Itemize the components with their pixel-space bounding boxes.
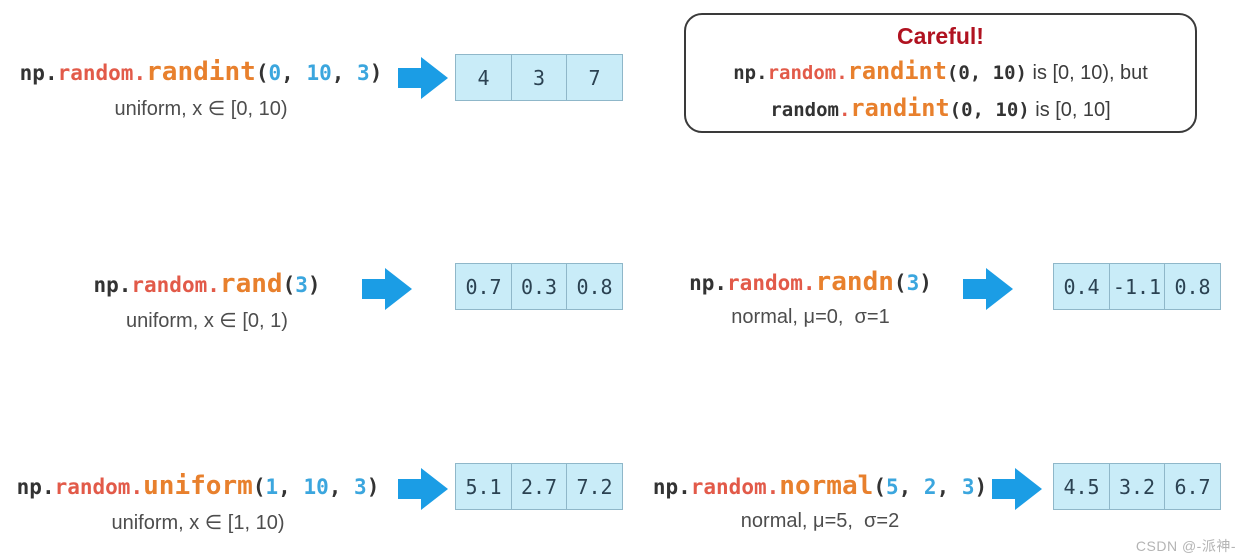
code-token: ( [282,273,296,297]
code-token: , [281,61,307,85]
code-token: uniform [143,471,253,501]
array-cell: 0.8 [566,263,623,310]
randn-code: np.random.randn(3) [663,266,958,299]
code-token: 3 [354,475,367,499]
code-token: ) [369,61,383,85]
code-token: ) [366,475,380,499]
normal-group: np.random.normal(5, 2, 3) normal, μ=5, σ… [652,470,988,533]
array-cell: 7 [566,54,623,101]
code-token: randint [850,93,950,122]
code-token: , [936,475,962,499]
code-token: randint [146,57,256,87]
code-token: 0 [268,61,282,85]
uniform-code: np.random.uniform(1, 10, 3) [16,470,380,503]
array-cell: 2.7 [510,463,568,510]
randn-subtitle: normal, μ=0, σ=1 [731,305,890,328]
code-token: ( [893,271,907,295]
code-token: np. [16,475,55,499]
code-token: 2 [923,475,937,499]
normal-result-array: 4.5 3.2 6.7 [1053,463,1221,510]
arrow-right-icon [362,266,412,312]
code-token: random. [727,271,816,295]
code-token: np. [733,62,768,84]
rand-code: np.random.rand(3) [62,268,352,301]
code-token: randint [847,57,947,85]
careful-line-2: random.randint(0, 10) is [0, 10] [686,90,1195,127]
code-token: , [328,475,355,499]
code-token: 3 [295,273,308,297]
arrow-right-icon [398,55,448,101]
code-token: , [278,475,304,499]
code-token: (0, 10) [949,98,1030,121]
code-token: np. [689,271,728,295]
array-cell: 7.2 [566,463,623,510]
code-token: random. [54,475,144,499]
array-cell: 4 [455,54,512,101]
array-cell: 0.3 [510,263,568,310]
uniform-group: np.random.uniform(1, 10, 3) uniform, x ∈… [16,470,380,535]
code-token: normal [779,471,874,501]
careful-note-box: Careful! np.random.randint(0, 10) is [0,… [684,13,1197,133]
code-token: randn [815,267,894,297]
array-cell: 0.4 [1053,263,1110,310]
code-token: ( [255,61,269,85]
careful-title: Careful! [897,23,984,49]
rand-group: np.random.rand(3) uniform, x ∈ [0, 1) [62,268,352,333]
code-token: 10 [303,475,329,499]
careful-line-1: np.random.randint(0, 10) is [0, 10), but [686,53,1195,90]
arrow-right-icon [992,466,1042,512]
code-token: ) [919,271,932,295]
code-token: 3 [961,475,975,499]
array-cell: 0.8 [1164,263,1221,310]
code-token: random. [690,475,780,499]
code-token: is [0, 10), but [1026,62,1148,84]
code-token: np. [19,61,58,85]
code-token: 10 [306,61,332,85]
array-cell: 6.7 [1164,463,1221,510]
normal-subtitle: normal, μ=5, σ=2 [740,509,900,532]
array-cell: -1.1 [1108,263,1166,310]
watermark: CSDN @-派神- [1135,538,1236,554]
code-token: random. [131,273,220,297]
code-token: , [331,61,358,85]
code-token: (0, 10) [946,62,1027,84]
code-token: random. [767,62,848,84]
code-token: ( [252,475,266,499]
uniform-result-array: 5.1 2.7 7.2 [455,463,623,510]
code-token: 3 [357,61,370,85]
randn-result-array: 0.4 -1.1 0.8 [1053,263,1221,310]
uniform-subtitle: uniform, x ∈ [1, 10) [111,511,285,534]
array-cell: 5.1 [455,463,512,510]
code-token: random. [57,61,147,85]
code-token: , [898,475,924,499]
rand-result-array: 0.7 0.3 0.8 [455,263,623,310]
code-token: np. [652,475,691,499]
randint-group: np.random.randint(0, 10, 3) uniform, x ∈… [19,56,383,121]
array-cell: 3.2 [1108,463,1166,510]
array-cell: 3 [510,54,568,101]
randint-result-array: 4 3 7 [455,54,623,101]
randn-group: np.random.randn(3) normal, μ=0, σ=1 [663,266,958,329]
arrow-right-icon [398,466,448,512]
rand-subtitle: uniform, x ∈ [0, 1) [126,309,288,332]
code-token: ) [307,273,321,297]
code-token: ( [873,475,886,499]
code-token: 3 [906,271,920,295]
code-token: . [838,98,851,121]
code-token: is [0, 10] [1029,98,1111,121]
normal-code: np.random.normal(5, 2, 3) [652,470,988,503]
code-token: ) [974,475,988,499]
array-cell: 4.5 [1053,463,1110,510]
arrow-right-icon [963,266,1013,312]
randint-subtitle: uniform, x ∈ [0, 10) [114,97,288,120]
code-token: rand [219,269,283,299]
code-token: 5 [885,475,899,499]
randint-code: np.random.randint(0, 10, 3) [19,56,383,89]
array-cell: 0.7 [455,263,512,310]
code-token: np. [93,273,132,297]
code-token: 1 [265,475,279,499]
code-token: random [770,98,839,121]
